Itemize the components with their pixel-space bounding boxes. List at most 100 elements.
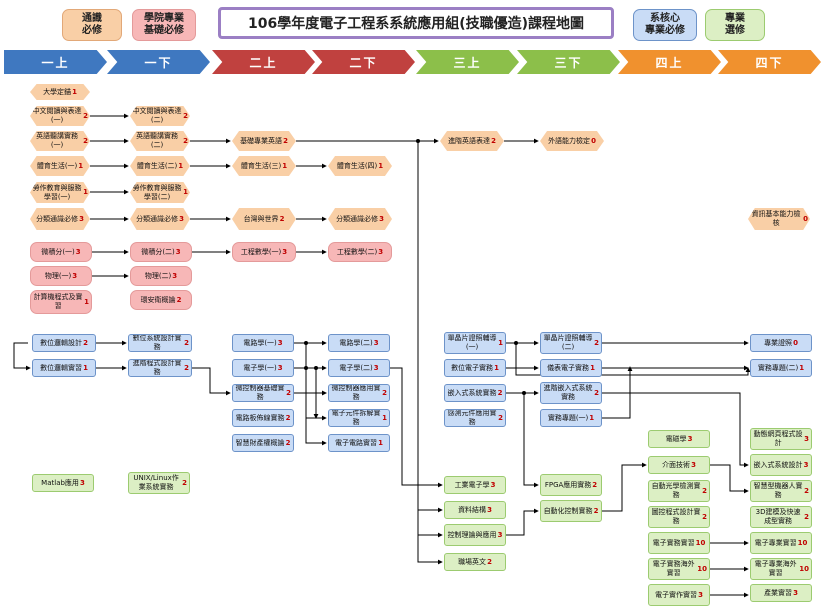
connector-arrow (515, 343, 751, 376)
junction-dot (304, 366, 308, 370)
junction-dot (304, 341, 308, 345)
connector-arrow (710, 464, 749, 494)
connector-arrow (602, 462, 647, 512)
course-node: 微積分(一)3 (30, 242, 92, 262)
junction-dot (522, 391, 526, 395)
junction-dot (416, 139, 420, 143)
semester-1-2: 一下 (107, 50, 210, 74)
course-node: 勞作教育與服務學習(二)1 (130, 182, 190, 203)
course-node: 單晶片證照輔導(二)2 (540, 332, 602, 354)
legend-general: 通識 必修 (62, 9, 122, 41)
semester-4-1: 四上 (618, 50, 721, 74)
connector-arrow (192, 367, 231, 396)
course-node: 英語聽講實務(一)2 (30, 131, 90, 151)
course-node: 體育生活(一)1 (30, 156, 90, 176)
legend-college: 學院專業 基礎必修 (132, 9, 196, 41)
connector-arrow (602, 366, 633, 419)
legend-core: 系核心 專業必修 (633, 9, 697, 41)
connector-arrow (602, 392, 749, 468)
course-node: 體育生活(四)1 (328, 156, 392, 176)
junction-dot (314, 366, 318, 370)
course-node: 英語聽講實務(二)2 (130, 131, 190, 151)
course-node: 電路學(二)3 (328, 334, 390, 352)
page-title: 106學年度電子工程系系統應用組(技職優造)課程地圖 (218, 7, 614, 39)
course-node: 電子學(二)3 (328, 359, 390, 377)
course-node: 電子學(一)3 (232, 359, 294, 377)
course-node: 微積分(二)3 (130, 242, 192, 262)
course-node: 實務專題(二)1 (750, 359, 812, 377)
connector-arrow (506, 508, 539, 536)
course-node: 中文閱讀與表達(一)2 (30, 106, 90, 126)
course-node: 體育生活(三)1 (232, 156, 296, 176)
connector-arrow (417, 141, 443, 565)
course-node: 電路學(一)3 (232, 334, 294, 352)
connector-arrow (523, 393, 539, 488)
course-node: 勞作教育與服務學習(一)1 (30, 182, 90, 203)
semester-1-1: 一上 (4, 50, 107, 74)
course-node: 體育生活(二)1 (130, 156, 190, 176)
course-node: 單晶片證照輔導(一)1 (444, 332, 506, 354)
semester-2-2: 二下 (312, 50, 415, 74)
junction-dot (514, 341, 518, 345)
semester-3-2: 三下 (517, 50, 620, 74)
semester-2-1: 二上 (212, 50, 315, 74)
course-node: 物理(一)3 (30, 266, 92, 286)
course-node: 實務專題(一)1 (540, 409, 602, 427)
semester-4-2: 四下 (718, 50, 821, 74)
legend-elective: 專業 選修 (705, 9, 765, 41)
course-node: 工程數學(二)3 (328, 242, 392, 262)
semester-3-1: 三上 (416, 50, 519, 74)
course-node: 中文閱讀與表達(二)2 (130, 106, 190, 126)
connector-arrow (13, 342, 31, 371)
